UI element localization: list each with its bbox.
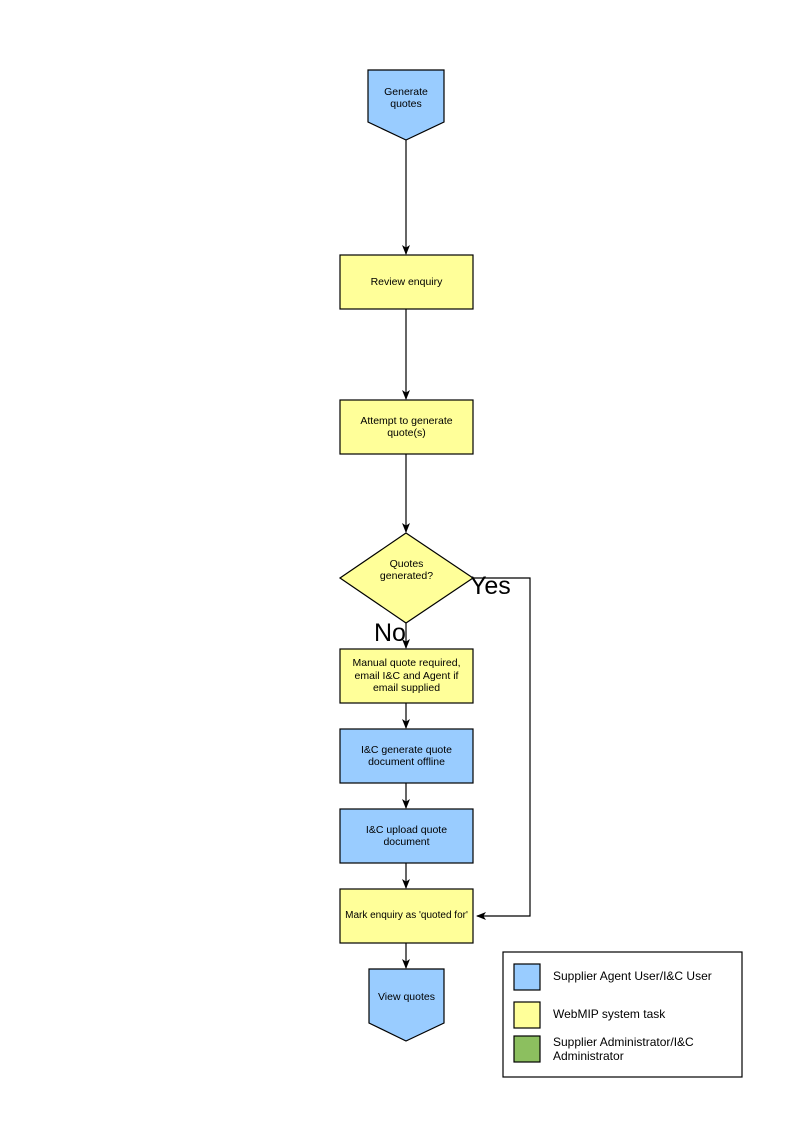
edge-label-yes: Yes: [470, 572, 511, 600]
node-ic-upload-quote-document[interactable]: [339, 808, 474, 864]
legend: [502, 951, 743, 1078]
nodes: [338, 69, 475, 1042]
legend-label-user: Supplier Agent User/I&C User: [553, 969, 712, 983]
legend-swatch-user: [513, 963, 541, 991]
legend-swatch-system: [513, 1001, 541, 1029]
node-manual-quote-required[interactable]: [339, 648, 474, 704]
legend-box: [502, 951, 743, 1078]
legend-label-system: WebMIP system task: [553, 1007, 666, 1021]
node-ic-generate-quote-offline[interactable]: [339, 728, 474, 784]
legend-label-admin: Supplier Administrator/I&C Administrator: [553, 1035, 694, 1063]
legend-swatch-admin: [513, 1035, 541, 1063]
node-review-enquiry[interactable]: [339, 254, 474, 310]
node-mark-enquiry-quoted-for[interactable]: [339, 888, 474, 944]
node-attempt-to-generate-quotes[interactable]: [339, 399, 474, 455]
node-quotes-generated-decision[interactable]: [338, 532, 475, 624]
edge-label-no: No: [374, 619, 406, 647]
node-view-quotes[interactable]: [368, 968, 445, 1042]
connectors: [402, 140, 531, 969]
edge-decision-yes-to-mark: [473, 577, 531, 920]
node-generate-quotes[interactable]: [367, 69, 445, 141]
